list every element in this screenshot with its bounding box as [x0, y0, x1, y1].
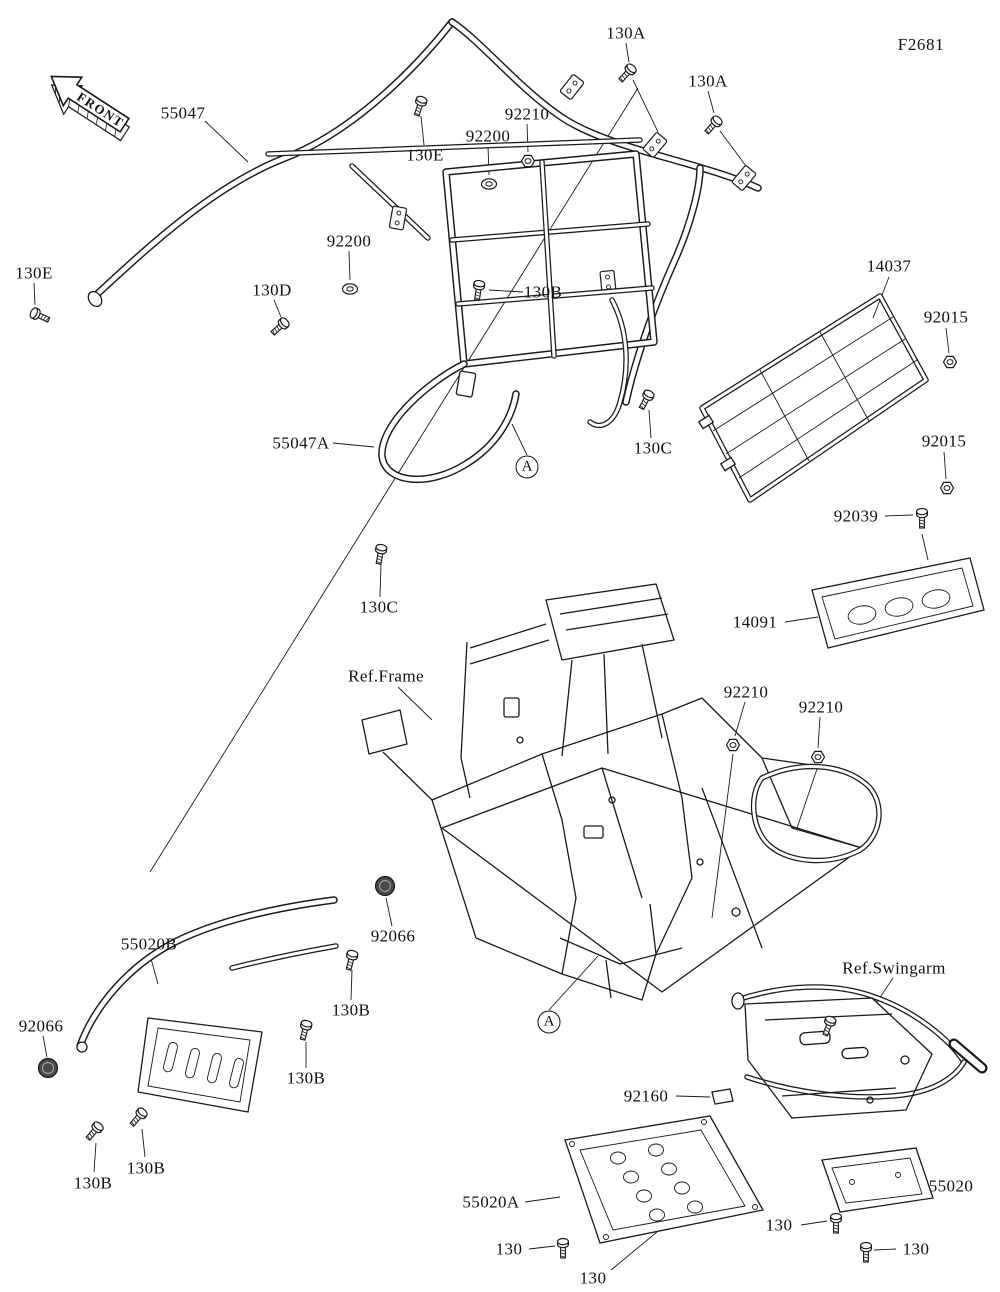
part-number-label: 130C — [633, 438, 673, 458]
part-number-label: 130 — [579, 1268, 607, 1288]
reference-label: Ref.Frame — [348, 666, 424, 686]
part-number-label: 92200 — [465, 126, 511, 146]
front-arrow-graphic: FRONT — [50, 75, 131, 142]
part-number-label: 130A — [606, 23, 646, 43]
cab-frame-55047 — [87, 22, 758, 402]
reference-label: Ref.Swingarm — [842, 958, 946, 978]
front-guard-55020b — [77, 900, 336, 1113]
swingarm-ref — [731, 987, 982, 1119]
part-number-label: 92015 — [921, 431, 967, 451]
cover-plate-14091 — [811, 557, 985, 649]
part-number-label: 130B — [286, 1068, 326, 1088]
front-direction-arrow: FRONT — [30, 55, 170, 165]
section-marker: A — [537, 1010, 561, 1034]
part-number-label: 92200 — [326, 231, 372, 251]
part-number-label: 55047 — [160, 103, 206, 123]
part-number-label: 130 — [902, 1239, 930, 1259]
part-number-label: 55047A — [272, 433, 330, 453]
skid-plate-55020a — [564, 1115, 765, 1244]
guard-frame-55047a — [382, 154, 654, 479]
figure-code: F2681 — [897, 35, 945, 54]
clip-92160 — [711, 1088, 734, 1105]
part-number-label: 130C — [359, 597, 399, 617]
part-number-label: 130E — [15, 263, 53, 283]
main-frame-ref — [361, 583, 879, 1001]
rear-rack-14037 — [697, 296, 926, 500]
part-number-label: 130E — [406, 145, 444, 165]
part-number-label: 130D — [252, 280, 292, 300]
part-number-label: 92160 — [623, 1086, 669, 1106]
part-number-label: 92066 — [18, 1016, 64, 1036]
part-number-label: 14091 — [732, 612, 778, 632]
part-number-label: 92210 — [798, 697, 844, 717]
fasteners — [28, 61, 958, 1263]
part-number-label: 130 — [765, 1215, 793, 1235]
part-number-label: 92210 — [504, 104, 550, 124]
part-number-label: 55020B — [120, 934, 178, 954]
section-marker: A — [515, 455, 539, 479]
part-number-label: 14037 — [866, 256, 912, 276]
part-number-label: 130B — [523, 282, 563, 302]
part-number-label: 55020 — [928, 1176, 974, 1196]
part-number-label: 92015 — [923, 307, 969, 327]
skid-plate-55020 — [821, 1147, 934, 1213]
part-number-label: 130A — [688, 71, 728, 91]
part-number-label: 130B — [331, 1000, 371, 1020]
part-number-label: 55020A — [462, 1192, 520, 1212]
part-number-label: 130B — [73, 1173, 113, 1193]
part-number-label: 130B — [126, 1158, 166, 1178]
part-number-label: 92210 — [723, 682, 769, 702]
part-number-label: 92039 — [833, 506, 879, 526]
front-arrow-text: FRONT — [74, 89, 127, 130]
part-number-label: 130 — [495, 1239, 523, 1259]
part-number-label: 92066 — [370, 926, 416, 946]
